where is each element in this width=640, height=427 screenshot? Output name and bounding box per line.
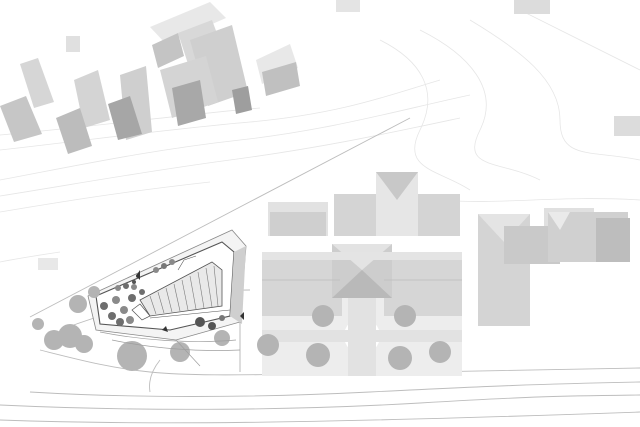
building-roof-icon [262, 62, 300, 96]
village-buildings [0, 0, 640, 270]
tree-icon [88, 286, 100, 298]
tree-icon [139, 289, 145, 295]
building-roof-icon [232, 86, 252, 114]
building-roof-icon [614, 116, 640, 136]
tree-icon [108, 312, 116, 320]
building-roof-icon [150, 2, 226, 44]
tree-icon [126, 316, 134, 324]
tree-icon [219, 315, 225, 321]
hall-roof-ribs [149, 265, 219, 315]
tree-icon [257, 334, 279, 356]
tree-icon [208, 322, 216, 330]
tree-icon [75, 335, 93, 353]
tree-icon [161, 263, 167, 269]
tree-icon [170, 342, 190, 362]
tree-icon [306, 343, 330, 367]
tree-icon [132, 280, 136, 284]
tree-icon [195, 317, 205, 327]
tree-icon [153, 267, 159, 273]
tree-icon [100, 302, 108, 310]
tree-icon [69, 295, 87, 313]
building-roof-icon [66, 36, 80, 52]
building-roof-icon [152, 33, 184, 68]
tree-icon [131, 284, 137, 290]
site-trees [100, 259, 225, 330]
building-roof-icon [0, 96, 42, 142]
tree-icon [44, 330, 64, 350]
tree-icon [117, 341, 147, 371]
tree-icon [116, 318, 124, 326]
east-buildings [478, 208, 630, 326]
tree-icon [123, 283, 129, 289]
tree-icon [214, 330, 230, 346]
courtyard-trees [257, 305, 451, 370]
tree-icon [112, 296, 120, 304]
tree-icon [429, 341, 451, 363]
building-roof-icon [20, 58, 54, 108]
north-arrow-icon [136, 270, 244, 332]
new-building-hall [139, 261, 223, 317]
building-roof-icon [108, 96, 142, 140]
tree-icon [312, 305, 334, 327]
central-buildings [262, 172, 462, 316]
building-roof-icon [56, 108, 92, 154]
building-roof-icon [336, 0, 360, 12]
tree-icon [388, 346, 412, 370]
building-roof-icon [514, 0, 550, 14]
tree-icon [169, 259, 175, 265]
site-paths [99, 322, 241, 372]
new-building-site [87, 229, 247, 341]
building-roof-icon [74, 70, 110, 128]
building-roof-icon [172, 80, 206, 126]
tree-icon [120, 306, 128, 314]
tree-icon [394, 305, 416, 327]
tree-icon [32, 318, 44, 330]
building-roof-icon [38, 258, 58, 270]
tree-icon [115, 285, 121, 291]
street-trees [32, 286, 230, 371]
tree-icon [128, 294, 136, 302]
